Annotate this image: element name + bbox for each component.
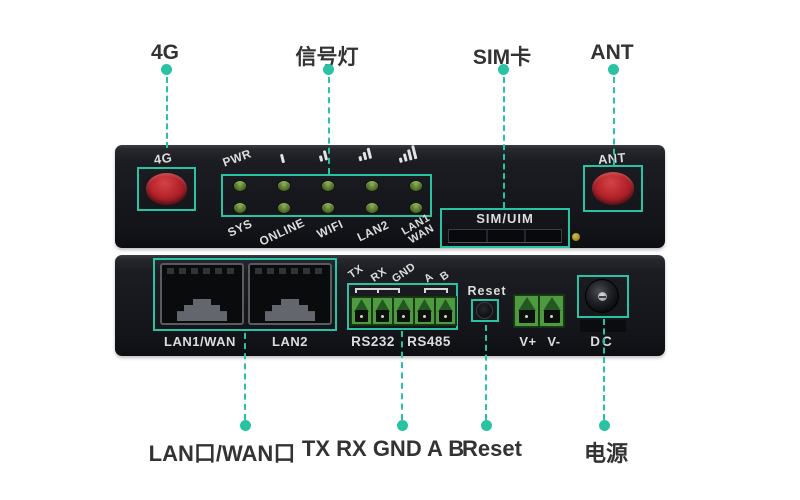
front-4g-print: 4G xyxy=(152,149,174,168)
pin-group-bracket-tick xyxy=(377,288,379,293)
pin-group-bracket xyxy=(424,288,448,293)
signal-strength-4-bars-icon xyxy=(397,145,418,163)
callout-label-power: 电源 xyxy=(583,441,628,466)
led-sys xyxy=(233,202,247,214)
sim-highlight-box xyxy=(440,208,570,248)
callout-label-sim-card: SIM卡 xyxy=(472,46,532,69)
rj45-latch-slot xyxy=(265,299,315,321)
lan1-wan-port-label: LAN1/WAN xyxy=(164,334,236,349)
rs232-label: RS232 xyxy=(351,334,395,349)
rj45-contacts xyxy=(255,268,325,274)
v-minus-label: V- xyxy=(547,334,561,349)
sim-slot-divider xyxy=(486,230,488,242)
4g-antenna-connector xyxy=(146,173,187,205)
rs485-label: RS485 xyxy=(407,334,451,349)
serial-highlight-box xyxy=(347,283,458,330)
callout-line xyxy=(603,319,605,420)
led-wifi xyxy=(321,202,335,214)
serial-terminal-pin-rx xyxy=(372,297,393,325)
led-signal-4 xyxy=(409,180,423,192)
v-plus-label: V+ xyxy=(519,334,537,349)
reset-button xyxy=(476,302,493,319)
callout-dot xyxy=(498,64,509,75)
callout-label-lan-wan-ports: LAN口/WAN口 xyxy=(148,441,296,466)
led-online xyxy=(277,202,291,214)
led-lan2 xyxy=(365,202,379,214)
lan2-led-label: LAN2 xyxy=(354,217,392,245)
callout-dot xyxy=(481,420,492,431)
rj45-contacts xyxy=(167,268,237,274)
dc-jack-pin xyxy=(598,292,607,301)
power-terminal-block xyxy=(513,294,565,328)
serial-pin-tx-label: TX xyxy=(346,262,366,282)
rear-panel: LAN1/WAN LAN2 TX RX GND A B RS232 RS485 … xyxy=(115,255,665,356)
led-highlight-box xyxy=(221,174,432,217)
reset-highlight-box xyxy=(471,299,499,322)
serial-terminal-block xyxy=(350,296,457,326)
callout-line xyxy=(485,325,487,420)
callout-line xyxy=(328,77,330,174)
led-pwr xyxy=(233,180,247,192)
callout-label-serial-pins: TX RX GND A B xyxy=(301,436,465,461)
rj45-latch-slot xyxy=(177,299,227,321)
signal-strength-2-bars-icon xyxy=(318,150,329,162)
led-signal-2 xyxy=(321,180,335,192)
callout-label-signal-leds: 信号灯 xyxy=(295,46,359,69)
led-lan1-wan xyxy=(409,202,423,214)
serial-terminal-pin-b xyxy=(435,297,456,325)
rj45-port-lan1-wan xyxy=(160,263,244,325)
wifi-led-label: WIFI xyxy=(314,216,346,242)
callout-label-4g: 4G xyxy=(150,41,179,64)
signal-strength-3-bars-icon xyxy=(357,147,373,162)
callout-line xyxy=(503,77,505,208)
serial-terminal-pin-gnd xyxy=(393,297,414,325)
lan2-port-label: LAN2 xyxy=(272,334,308,349)
signal-strength-1-bar-icon xyxy=(279,153,286,164)
sim-slot-label: SIM/UIM xyxy=(476,211,534,226)
front-panel: 4G PWR SYS ONLINE WIFI LAN2 LAN1 WAN SIM… xyxy=(115,145,665,249)
led-signal-1 xyxy=(277,180,291,192)
4g-antenna-highlight-box xyxy=(137,167,196,211)
power-terminal-v-minus xyxy=(539,295,564,327)
callout-dot xyxy=(323,64,334,75)
dc-highlight-box xyxy=(577,275,629,318)
callout-dot xyxy=(397,420,408,431)
callout-dot xyxy=(240,420,251,431)
sim-indicator-led xyxy=(572,233,580,241)
callout-dot xyxy=(161,64,172,75)
ethernet-highlight-box xyxy=(153,258,337,331)
callout-dot xyxy=(608,64,619,75)
ant-antenna-highlight-box xyxy=(583,165,643,212)
callout-label-ant: ANT xyxy=(590,41,634,64)
callout-line xyxy=(166,77,168,148)
rj45-port-lan2 xyxy=(248,263,332,325)
serial-terminal-pin-a xyxy=(414,297,435,325)
callout-line xyxy=(613,77,615,165)
callout-dot xyxy=(599,420,610,431)
power-terminal-v-plus xyxy=(514,295,539,327)
dc-print-label: DC xyxy=(590,334,614,349)
callout-line xyxy=(244,333,246,420)
sim-slot xyxy=(448,229,562,243)
callout-label-reset: Reset xyxy=(462,436,522,461)
led-signal-3 xyxy=(365,180,379,192)
callout-line xyxy=(401,331,403,420)
pwr-led-label: PWR xyxy=(220,146,254,170)
sim-slot-divider xyxy=(524,230,526,242)
serial-terminal-pin-tx xyxy=(351,297,372,325)
ant-antenna-connector xyxy=(592,172,634,205)
reset-print-label: Reset xyxy=(467,284,507,298)
